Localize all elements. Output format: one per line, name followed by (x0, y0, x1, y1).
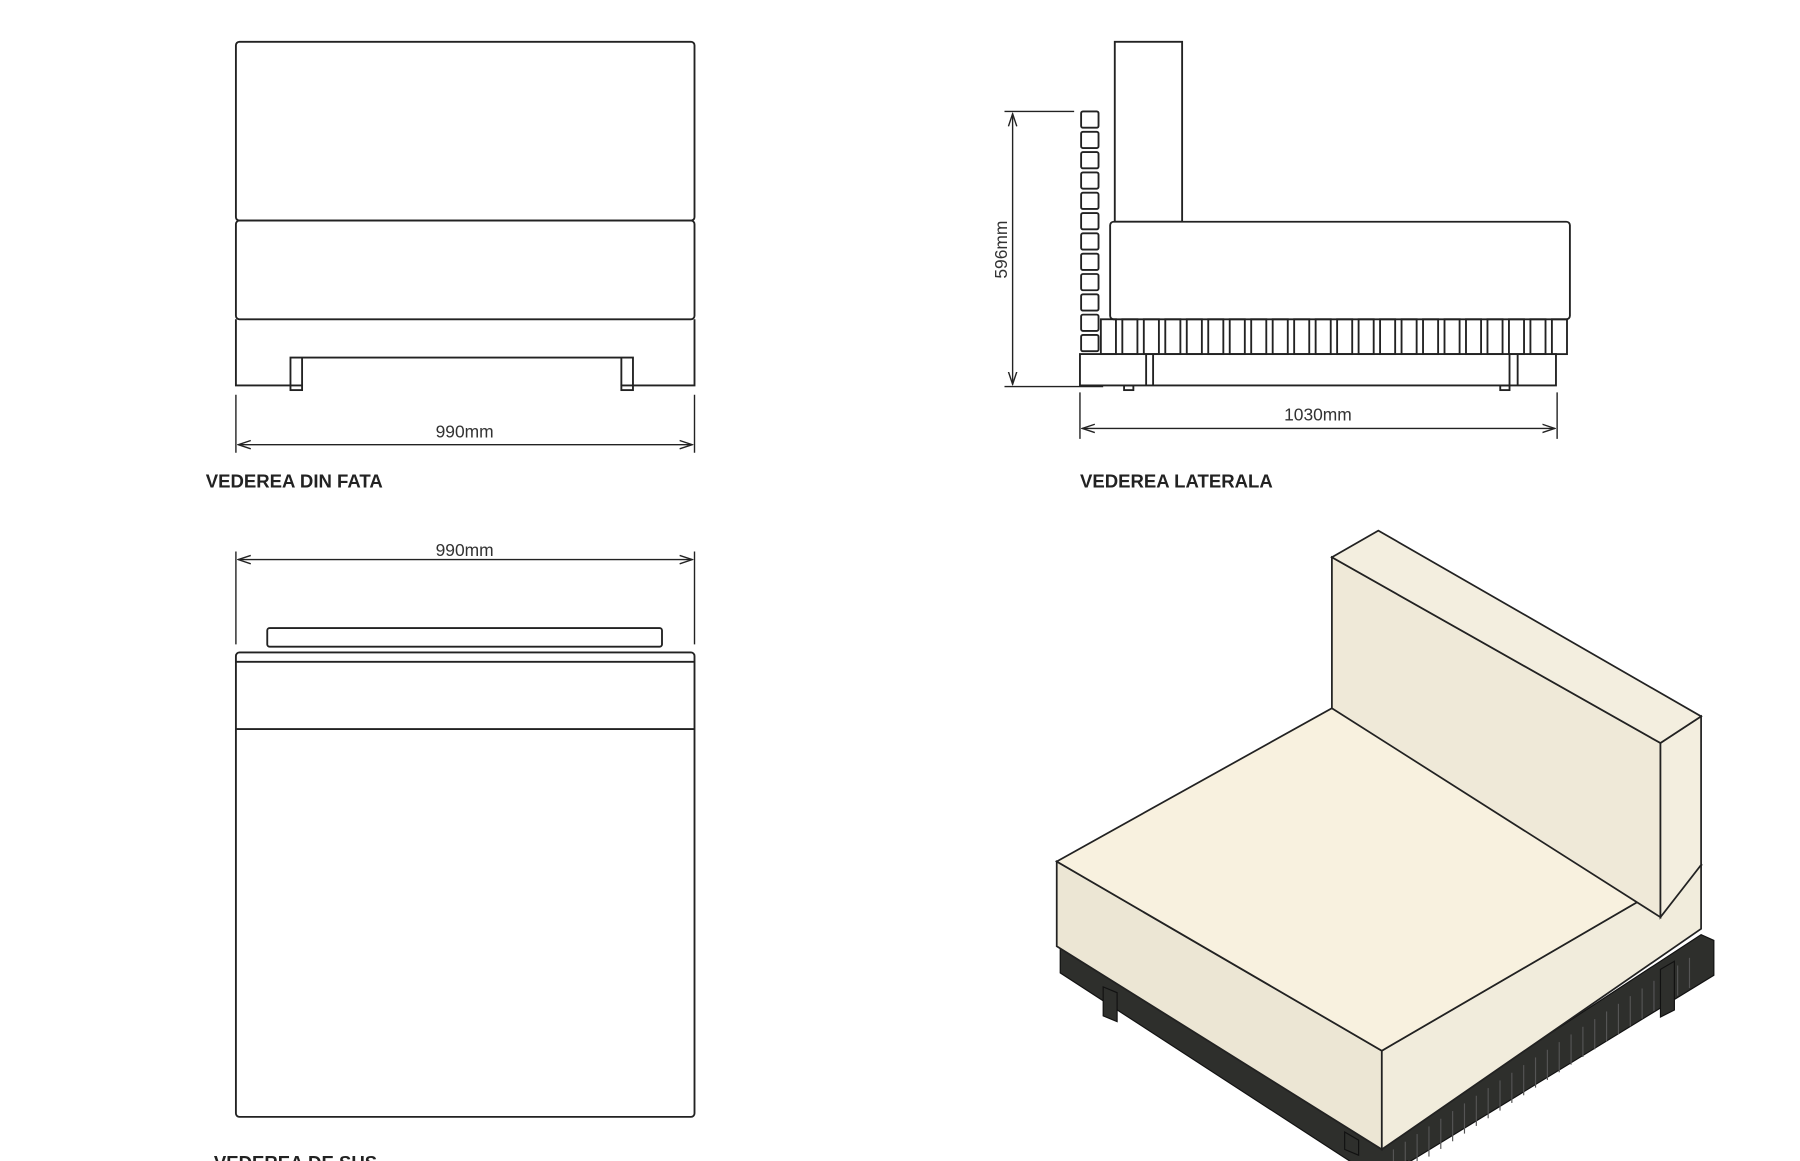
side-slat (1379, 318, 1397, 356)
stacked-slat (1080, 293, 1100, 312)
side-slat (1465, 318, 1483, 356)
side-slat (1121, 318, 1139, 356)
top-view: 990mm VEDEREA DE SUS (214, 540, 696, 1161)
stacked-slat (1080, 151, 1100, 170)
front-width-dimension: 990mm (436, 422, 494, 442)
side-depth-dimension: 1030mm (1284, 404, 1352, 424)
stacked-slat (1080, 191, 1100, 210)
front-view: 990mm VEDEREA DIN FATA (206, 40, 696, 492)
side-slat (1336, 318, 1354, 356)
side-slat (1250, 318, 1268, 356)
stacked-slat (1080, 171, 1100, 190)
side-slat (1164, 318, 1182, 356)
side-slat (1314, 318, 1332, 356)
side-slat (1099, 318, 1117, 356)
side-slat (1400, 318, 1418, 356)
side-slat (1443, 318, 1461, 356)
isometric-view (1054, 529, 1715, 1161)
side-height-dimension: 596mm (991, 221, 1011, 279)
stacked-slat (1080, 110, 1100, 129)
side-slat (1529, 318, 1547, 356)
stacked-slat (1080, 313, 1100, 332)
side-slat (1486, 318, 1504, 356)
side-slat (1357, 318, 1375, 356)
stacked-slat (1080, 273, 1100, 292)
front-view-label: VEDEREA DIN FATA (206, 471, 383, 492)
top-view-label: VEDEREA DE SUS (214, 1152, 377, 1161)
side-slat (1508, 318, 1525, 356)
side-slat (1293, 318, 1311, 356)
side-slat (1207, 318, 1225, 356)
stacked-slat (1080, 252, 1100, 271)
top-width-dimension: 990mm (436, 540, 494, 560)
side-slat (1271, 318, 1289, 356)
stacked-slat (1080, 130, 1100, 149)
side-slat (1142, 318, 1160, 356)
side-slat (1422, 318, 1440, 356)
stacked-slat (1080, 212, 1100, 231)
stacked-slat (1080, 232, 1100, 251)
stacked-slat (1080, 334, 1100, 353)
side-slat (1550, 318, 1568, 356)
side-slat (1185, 318, 1203, 356)
side-view: 596mm 1030mm VEDEREA LATERALA (991, 40, 1571, 492)
side-view-label: VEDEREA LATERALA (1080, 471, 1273, 492)
side-slat (1228, 318, 1246, 356)
